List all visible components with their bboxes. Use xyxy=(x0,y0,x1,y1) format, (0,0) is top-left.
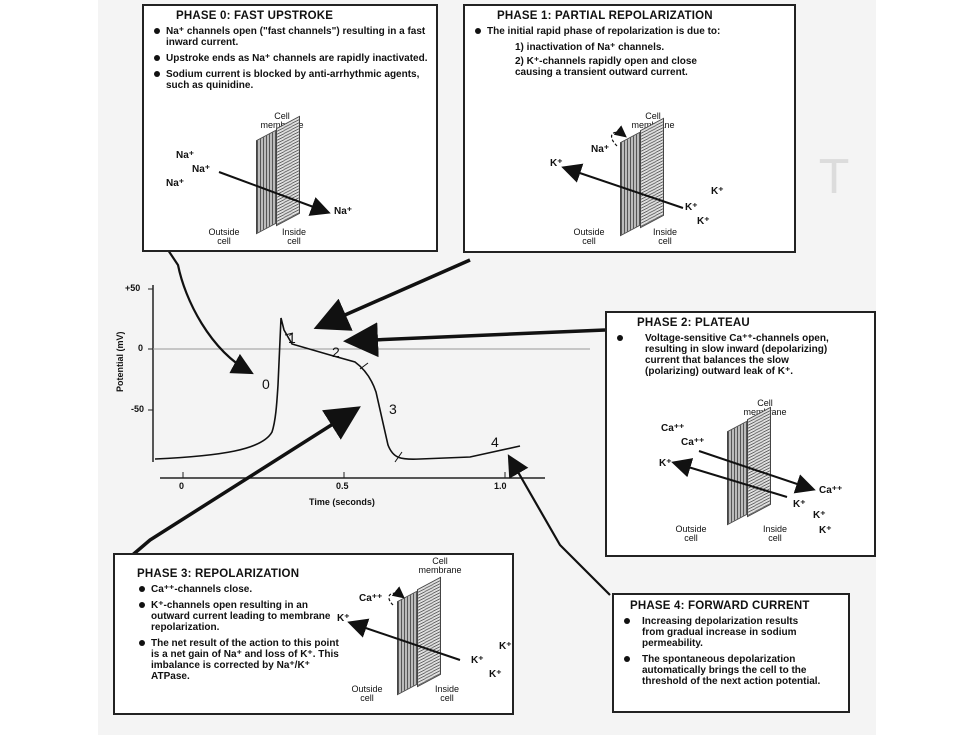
phase-3-number: 3 xyxy=(389,401,397,417)
phase2-ion: K⁺ xyxy=(819,525,832,536)
phase1-arrow-layer xyxy=(561,125,684,209)
phase1-ion: Na⁺ xyxy=(591,144,610,155)
phase1-ion: K⁺ xyxy=(697,216,710,227)
phase2-arrow xyxy=(343,322,606,358)
y-tick-label: 0 xyxy=(138,343,144,353)
phase3-ion: K⁺ xyxy=(499,641,512,652)
phase-divider xyxy=(394,451,403,463)
phase2-ion: K⁺ xyxy=(813,510,826,521)
phase0-bullet: Upstroke ends as Na⁺ channels are rapidl… xyxy=(152,53,428,64)
phase2-bullet: Voltage-sensitive Ca⁺⁺-channels open, re… xyxy=(615,333,840,377)
phase-divider xyxy=(359,362,369,370)
phase-2-number: 2 xyxy=(332,344,340,360)
phase3-bullet: The net result of the action to this poi… xyxy=(137,638,342,682)
phase1-bullet: The initial rapid phase of repolarizatio… xyxy=(473,26,727,37)
phase2-ion: K⁺ xyxy=(793,499,806,510)
phase0-ion: Na⁺ xyxy=(334,206,353,217)
x-tick-label: 0 xyxy=(179,481,185,491)
phase-0-number: 0 xyxy=(262,376,270,392)
action-potential-curve xyxy=(154,317,521,461)
phase1-outside-label: Outside cell xyxy=(573,227,605,246)
phase2-arrow-layer xyxy=(671,450,816,498)
phase0-ion: Na⁺ xyxy=(166,178,185,189)
phase1-title: PHASE 1: PARTIAL REPOLARIZATION xyxy=(497,10,713,22)
y-tick-label: +50 xyxy=(125,283,141,293)
phase1-item: 1) inactivation of Na⁺ channels. xyxy=(515,42,665,53)
y-axis-label: Potential (mV) xyxy=(115,331,125,392)
phase3-bullet: K⁺-channels open resulting in an outward… xyxy=(137,600,342,633)
phase3-bullet: Ca⁺⁺-channels close. xyxy=(137,584,342,595)
phase4-box: PHASE 4: FORWARD CURRENT Increasing depo… xyxy=(612,593,850,713)
phase0-inside-label: Inside cell xyxy=(281,227,307,246)
background-ghost-text: T xyxy=(820,150,849,204)
phase-4-number: 4 xyxy=(491,434,499,450)
phase1-item: 2) K⁺-channels rapidly open and close ca… xyxy=(515,56,697,78)
phase4-arrow xyxy=(507,454,611,596)
phase0-ion: Na⁺ xyxy=(192,164,211,175)
phase3-arrow xyxy=(113,406,361,572)
phase0-arrow xyxy=(167,249,254,375)
phase3-inside-label: Inside cell xyxy=(434,684,460,703)
phase0-bullet: Sodium current is blocked by anti-arrhyt… xyxy=(152,69,428,91)
phase0-ion: Na⁺ xyxy=(176,150,195,161)
phase-divider xyxy=(284,332,294,336)
phase2-ion: Ca⁺⁺ xyxy=(661,423,685,434)
phase4-title: PHASE 4: FORWARD CURRENT xyxy=(630,600,810,612)
phase4-bullet: Increasing depolarization results from g… xyxy=(622,616,817,649)
phase0-title: PHASE 0: FAST UPSTROKE xyxy=(176,10,334,22)
phase1-ion: K⁺ xyxy=(550,158,563,169)
phase3-ion: Ca⁺⁺ xyxy=(359,593,383,604)
x-axis-label: Time (seconds) xyxy=(309,497,375,507)
y-tick-label: -50 xyxy=(131,404,145,414)
phase1-box: PHASE 1: PARTIAL REPOLARIZATION The init… xyxy=(463,4,796,253)
y-axis-label-wrap: Potential (mV) xyxy=(115,300,129,400)
phase3-ion: K⁺ xyxy=(471,655,484,666)
phase2-outside-label: Outside cell xyxy=(675,524,707,543)
phase3-title: PHASE 3: REPOLARIZATION xyxy=(137,568,300,580)
phase3-box: PHASE 3: REPOLARIZATION Ca⁺⁺-channels cl… xyxy=(113,553,514,715)
x-tick-label: 1.0 xyxy=(494,481,507,491)
phase2-title: PHASE 2: PLATEAU xyxy=(637,317,750,329)
phase1-arrow xyxy=(313,258,471,331)
phase2-ion: Ca⁺⁺ xyxy=(819,485,843,496)
x-tick-label: 0.5 xyxy=(336,481,349,491)
phase3-arrow-layer xyxy=(347,586,461,661)
phase1-inside-label: Inside cell xyxy=(652,227,678,246)
phase2-inside-label: Inside cell xyxy=(762,524,788,543)
phase2-box: PHASE 2: PLATEAU Voltage-sensitive Ca⁺⁺-… xyxy=(605,311,876,557)
phase0-box: PHASE 0: FAST UPSTROKE Na⁺ channels open… xyxy=(142,4,438,252)
phase3-ion: K⁺ xyxy=(337,613,350,624)
phase-1-number: 1 xyxy=(288,330,296,346)
phase2-ion: Ca⁺⁺ xyxy=(681,437,705,448)
phase0-bullet: Na⁺ channels open ("fast channels") resu… xyxy=(152,26,428,48)
phase2-ion: K⁺ xyxy=(659,458,672,469)
phase3-membrane-label: Cell membrane xyxy=(418,556,462,575)
phase1-ion: K⁺ xyxy=(685,202,698,213)
phase0-outside-label: Outside cell xyxy=(208,227,240,246)
phase3-ion: K⁺ xyxy=(489,669,502,680)
phase4-bullet: The spontaneous depolarization automatic… xyxy=(622,654,842,687)
phase3-outside-label: Outside cell xyxy=(351,684,383,703)
phase0-arrow-layer xyxy=(218,171,331,216)
phase1-ion: K⁺ xyxy=(711,186,724,197)
